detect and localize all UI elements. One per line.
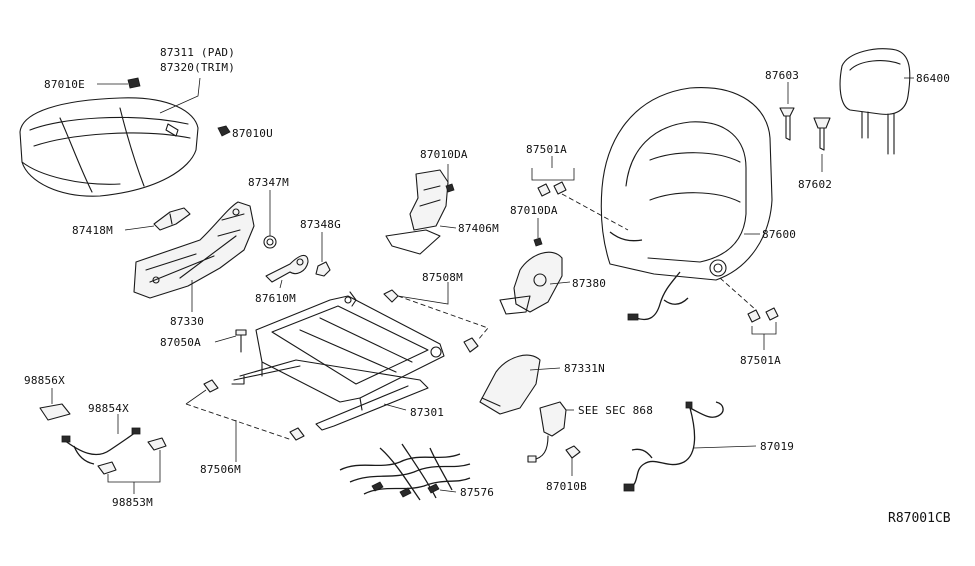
label-87600: 87600 bbox=[762, 228, 796, 241]
label-86400: 86400 bbox=[916, 72, 950, 85]
label-87501a-bottom: 87501A bbox=[740, 354, 781, 367]
clip-87348g bbox=[315, 261, 331, 277]
label-87019: 87019 bbox=[760, 440, 794, 453]
label-87501a-top: 87501A bbox=[526, 143, 567, 156]
label-87348g: 87348G bbox=[300, 218, 341, 231]
harness-98854x bbox=[61, 427, 141, 465]
clip-87010da-top bbox=[445, 183, 455, 193]
label-87301: 87301 bbox=[410, 406, 444, 419]
frame-clips bbox=[203, 289, 479, 441]
label-87603: 87603 bbox=[765, 69, 799, 82]
label-87331n: 87331N bbox=[564, 362, 605, 375]
label-87406m: 87406M bbox=[458, 222, 499, 235]
seat-back-side-bracket bbox=[385, 169, 449, 255]
label-87010e: 87010E bbox=[44, 78, 85, 91]
reference-code: R87001CB bbox=[888, 511, 951, 526]
recliner-87380 bbox=[499, 251, 563, 315]
label-87506m: 87506M bbox=[200, 463, 241, 476]
clip-87501a-top bbox=[537, 181, 567, 197]
label-87508m: 87508M bbox=[422, 271, 463, 284]
label-87610m: 87610M bbox=[255, 292, 296, 305]
clip-87010b bbox=[565, 445, 581, 459]
seat-cushion bbox=[19, 97, 199, 197]
clip-87010e bbox=[127, 77, 141, 89]
harness-87019 bbox=[623, 401, 724, 492]
seat-back bbox=[600, 87, 773, 281]
headrest-guide-87603 bbox=[779, 107, 795, 141]
label-pad: 87311 (PAD) bbox=[160, 46, 235, 59]
seat-back-harness bbox=[609, 231, 689, 321]
seat-frame bbox=[231, 291, 445, 431]
headrest-guide-87602 bbox=[813, 117, 831, 151]
sensor-98856x bbox=[39, 403, 71, 421]
label-87380: 87380 bbox=[572, 277, 606, 290]
clip-87010u bbox=[217, 125, 231, 137]
link-87610m bbox=[265, 254, 309, 283]
label-87010da-top: 87010DA bbox=[420, 148, 468, 161]
label-98853m: 98853M bbox=[112, 496, 153, 509]
cover-87331n bbox=[479, 354, 541, 415]
label-87010b: 87010B bbox=[546, 480, 587, 493]
seat-belt-buckle bbox=[527, 401, 567, 463]
label-87602: 87602 bbox=[798, 178, 832, 191]
bolt-87050a bbox=[235, 329, 247, 353]
label-98854x: 98854X bbox=[88, 402, 129, 415]
clip-87501a-bottom bbox=[747, 307, 779, 323]
clip-87010da-mid bbox=[533, 237, 543, 247]
headrest bbox=[839, 48, 911, 155]
label-87576: 87576 bbox=[460, 486, 494, 499]
label-87347m: 87347M bbox=[248, 176, 289, 189]
seat-side-frame bbox=[133, 201, 255, 299]
label-87050a: 87050A bbox=[160, 336, 201, 349]
label-98856x: 98856X bbox=[24, 374, 65, 387]
label-87010da-mid: 87010DA bbox=[510, 204, 558, 217]
label-see-sec: SEE SEC 868 bbox=[578, 404, 653, 417]
label-87010u: 87010U bbox=[232, 127, 273, 140]
recliner-lever bbox=[153, 207, 191, 231]
spring-87347m bbox=[263, 235, 277, 249]
label-87330: 87330 bbox=[170, 315, 204, 328]
label-87418m: 87418M bbox=[72, 224, 113, 237]
seat-heater-harness bbox=[339, 443, 471, 501]
label-trim: 87320(TRIM) bbox=[160, 61, 235, 74]
clips-98853m bbox=[97, 437, 167, 475]
